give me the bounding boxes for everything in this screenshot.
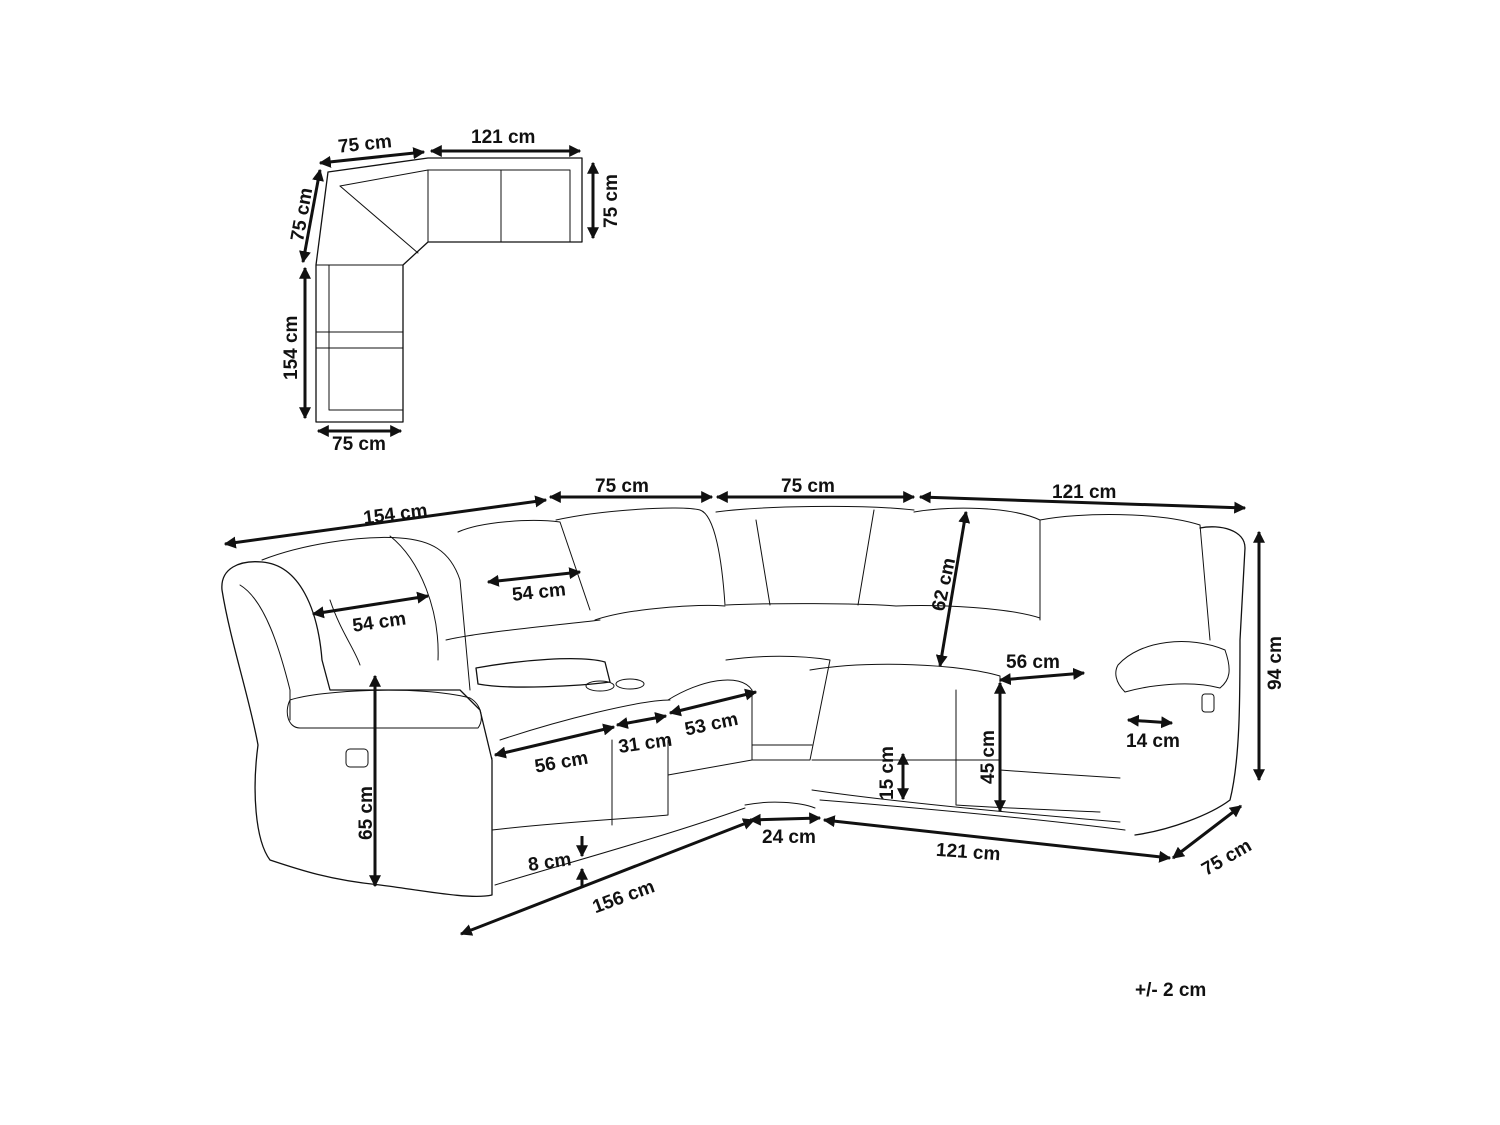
label-left-upper-height: 75 cm bbox=[287, 186, 317, 243]
label-console-width: 31 cm bbox=[617, 730, 673, 758]
dim-arrow-armrest-width bbox=[1126, 714, 1174, 729]
label-top-right: 121 cm bbox=[1052, 482, 1116, 503]
dim-arrow-left-upper-height bbox=[299, 168, 324, 264]
dim-arrow-right-depth bbox=[1172, 804, 1242, 860]
dim-arrow-top-right bbox=[918, 491, 1247, 514]
dim-arrow-overall-left bbox=[223, 495, 548, 549]
label-leg-clearance: 8 cm bbox=[527, 849, 573, 876]
label-top-right-width: 121 cm bbox=[471, 127, 535, 148]
label-front-right-length: 121 cm bbox=[935, 840, 1001, 865]
label-top-mid-a: 75 cm bbox=[595, 476, 649, 497]
dim-arrow-seat-width-middle bbox=[668, 688, 758, 717]
label-right-depth: 75 cm bbox=[601, 174, 622, 228]
label-legrest-height: 15 cm bbox=[877, 746, 898, 800]
top-view-plan bbox=[315, 157, 583, 423]
dim-arrow-backrest-height bbox=[935, 510, 971, 668]
label-seat-width-front: 56 cm bbox=[533, 748, 590, 778]
label-seat-width-middle: 53 cm bbox=[683, 709, 740, 741]
tolerance-note: +/- 2 cm bbox=[1135, 980, 1206, 1001]
label-seat-height: 45 cm bbox=[978, 730, 999, 784]
label-seat-width-left: 54 cm bbox=[351, 608, 407, 636]
label-left-lower-height: 154 cm bbox=[281, 316, 302, 380]
label-overall-left: 154 cm bbox=[362, 500, 429, 529]
label-floor-to-arm: 65 cm bbox=[356, 786, 377, 840]
dim-arrow-seat-width-second bbox=[486, 567, 582, 587]
label-backrest-height: 62 cm bbox=[928, 556, 960, 613]
dim-arrow-seat-width-front bbox=[493, 723, 616, 759]
label-top-left-width: 75 cm bbox=[337, 131, 393, 158]
dim-arrow-corner-width bbox=[748, 812, 822, 826]
label-top-mid-b: 75 cm bbox=[781, 476, 835, 497]
dim-arrow-seat-width-left bbox=[311, 591, 430, 619]
label-corner-width: 24 cm bbox=[762, 827, 816, 848]
label-overall-height: 94 cm bbox=[1265, 636, 1286, 690]
label-seat-width-right: 56 cm bbox=[1006, 652, 1060, 673]
dim-arrow-seat-width-right bbox=[998, 667, 1086, 686]
label-bottom-width: 75 cm bbox=[332, 434, 386, 455]
label-front-left-length: 156 cm bbox=[590, 876, 658, 918]
dim-arrow-console-width bbox=[615, 712, 668, 729]
dim-arrow-front-right-length bbox=[822, 815, 1172, 863]
dim-arrow-top-left-width bbox=[318, 147, 426, 168]
dim-arrow-front-left-length bbox=[459, 818, 756, 936]
label-right-depth: 75 cm bbox=[1198, 835, 1255, 880]
label-seat-width-second: 54 cm bbox=[511, 579, 567, 606]
label-armrest-width: 14 cm bbox=[1126, 731, 1180, 752]
